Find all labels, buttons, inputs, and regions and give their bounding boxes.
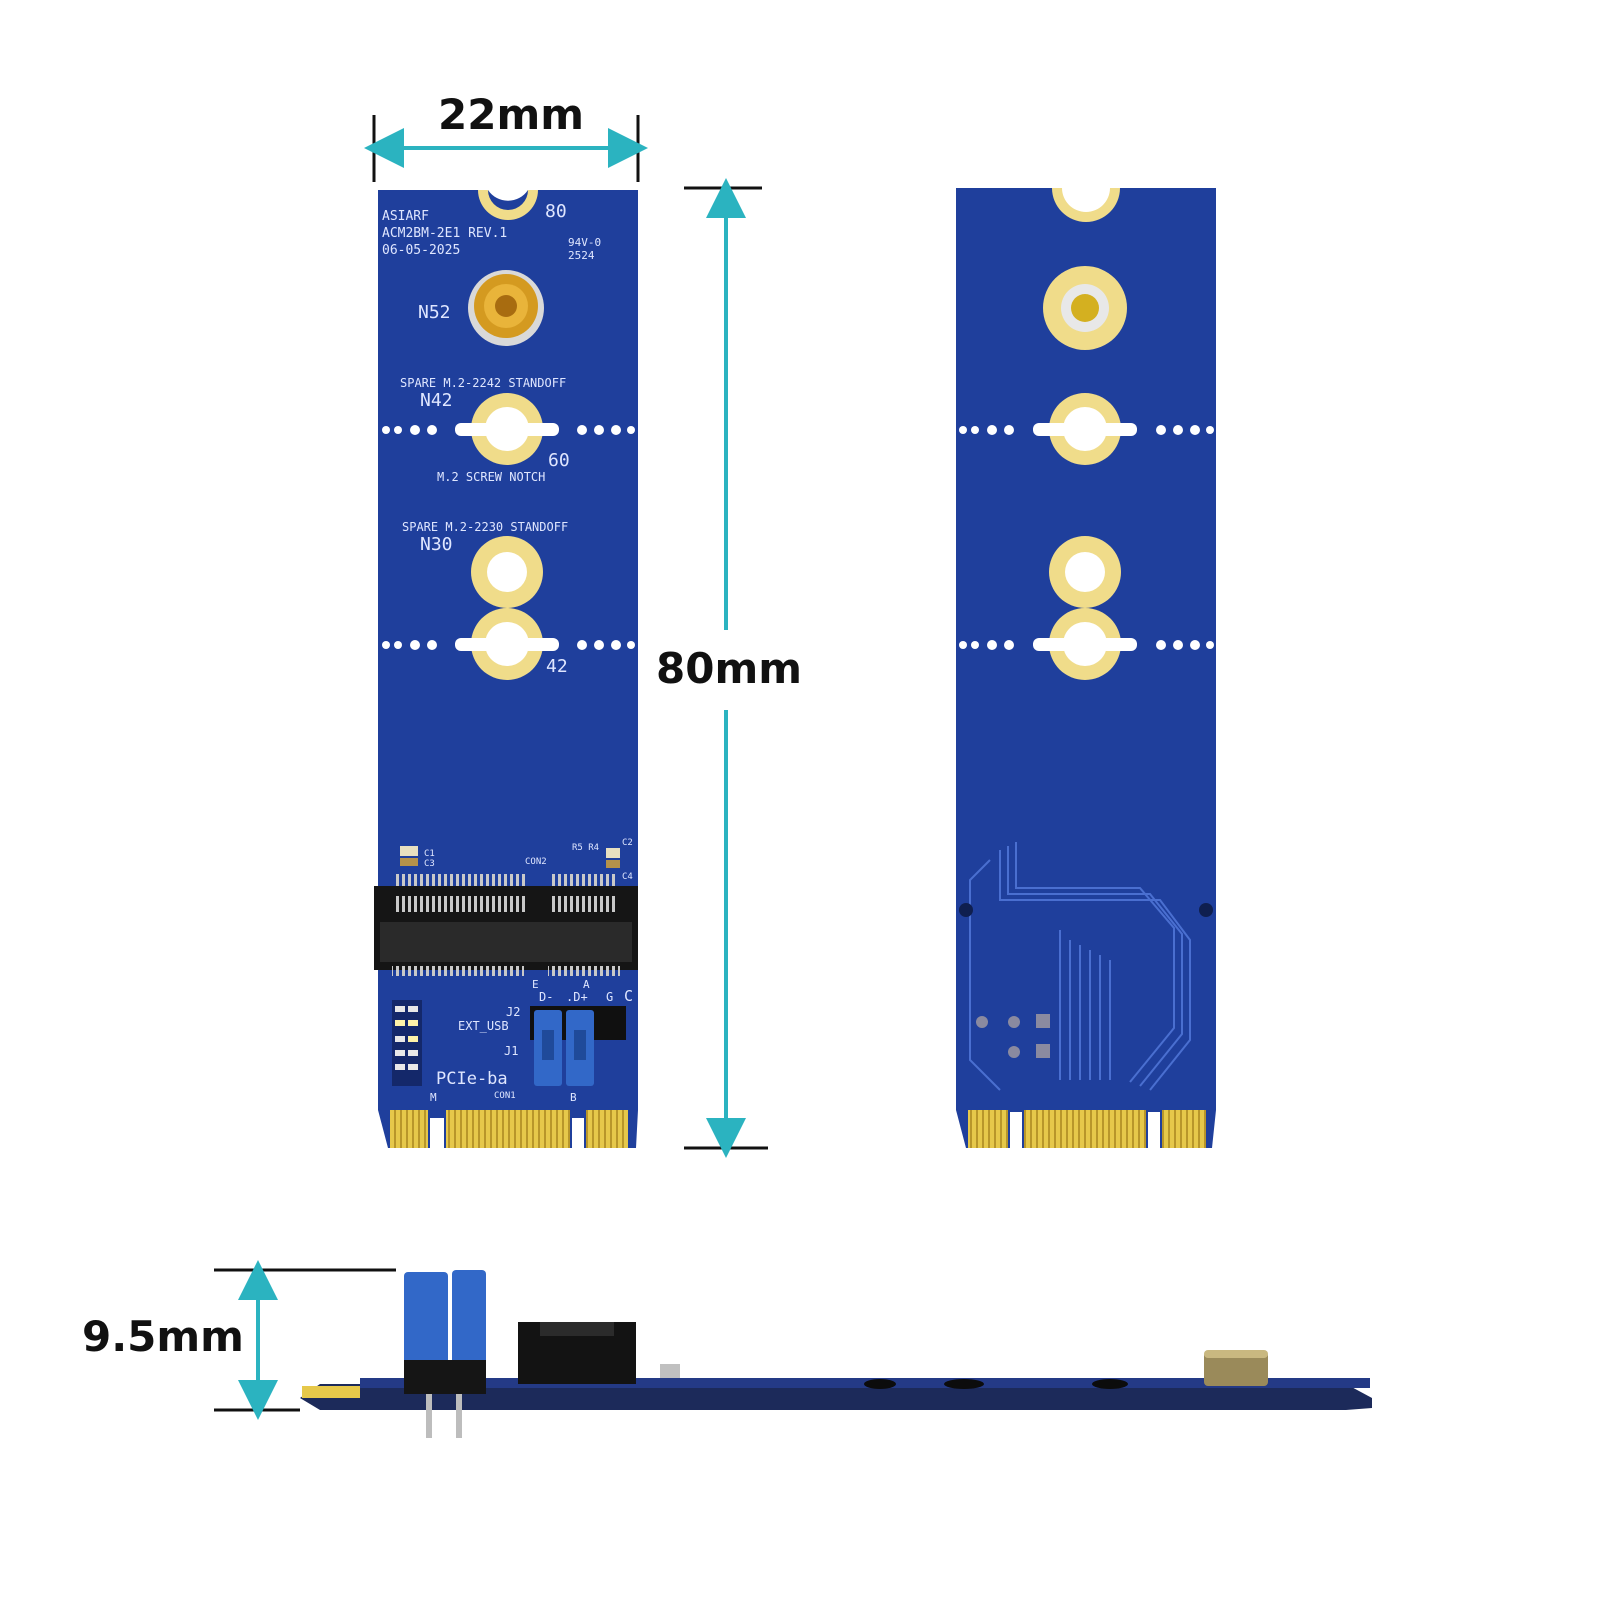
width-dimension — [364, 115, 648, 182]
key-m-text: M — [430, 1091, 437, 1104]
height-dimension — [214, 1260, 396, 1420]
c2-text: C2 — [622, 838, 633, 848]
con1-text: CON1 — [494, 1091, 516, 1101]
pin-a-text: A — [583, 978, 590, 991]
model-text: ACM2BM-2E1 REV.1 — [382, 226, 507, 241]
position-60-text: 60 — [548, 450, 570, 471]
date-text: 06-05-2025 — [382, 243, 460, 258]
cert-code-text: 2524 — [568, 249, 595, 262]
screw-notch-text: M.2 SCREW NOTCH — [437, 470, 545, 484]
brand-text: ASIARF — [382, 209, 429, 224]
c1-text: C1 — [424, 849, 435, 859]
front-board: ASIARF ACM2BM-2E1 REV.1 06-05-2025 80 94… — [374, 190, 638, 1148]
key-b-text: B — [570, 1091, 577, 1104]
spare-2230-text: SPARE M.2-2230 STANDOFF — [402, 520, 568, 534]
length-dimension-label: 80mm — [656, 644, 802, 693]
con2-text: CON2 — [525, 857, 547, 867]
c3-text: C3 — [424, 859, 435, 869]
pcie-text: PCIe-ba — [436, 1069, 508, 1089]
perforation-row-top — [382, 425, 635, 435]
led-components — [392, 1000, 422, 1086]
n52-text: N52 — [418, 302, 451, 323]
r5r4-text: R5 R4 — [572, 843, 599, 853]
pin-dp-text: .D+ — [566, 990, 588, 1004]
gold-fingers-front — [390, 1110, 628, 1148]
n30-lower-hole — [455, 608, 559, 680]
back-standoff-pad — [1043, 266, 1127, 350]
length-dimension — [684, 178, 768, 1158]
position-80-text: 80 — [545, 201, 567, 222]
spare-2242-text: SPARE M.2-2242 STANDOFF — [400, 376, 566, 390]
side-view-jumpers — [404, 1270, 486, 1438]
back-perforation-bottom — [959, 640, 1214, 650]
n42-mounting-hole — [455, 393, 559, 465]
n30-text: N30 — [420, 534, 453, 555]
m2-socket-con2 — [374, 874, 638, 976]
back-hole-30 — [1033, 536, 1137, 680]
n42-text: N42 — [420, 390, 453, 411]
back-traces — [969, 842, 1191, 1091]
perforation-row-bottom — [382, 640, 635, 650]
c4-text: C4 — [622, 872, 633, 882]
jumper-headers[interactable] — [530, 1006, 626, 1086]
j2-text: J2 — [506, 1005, 520, 1019]
cert-text: 94V-0 — [568, 236, 601, 249]
ext-usb-text: EXT_USB — [458, 1019, 509, 1033]
side-view-board — [300, 1322, 1372, 1410]
pin-g-text: G — [606, 990, 613, 1004]
back-hole-42 — [1033, 393, 1137, 465]
back-board — [956, 188, 1216, 1148]
pin-dm-text: D- — [539, 990, 553, 1004]
j1-text: J1 — [504, 1044, 518, 1058]
pin-e-text: E — [532, 978, 539, 991]
gold-fingers-back — [968, 1110, 1206, 1148]
height-dimension-label: 9.5mm — [82, 1312, 244, 1361]
position-42-text: 42 — [546, 656, 568, 677]
back-perforation-top — [959, 425, 1214, 435]
pin-c-text: C — [624, 987, 633, 1005]
n30-mounting-hole — [471, 536, 543, 608]
